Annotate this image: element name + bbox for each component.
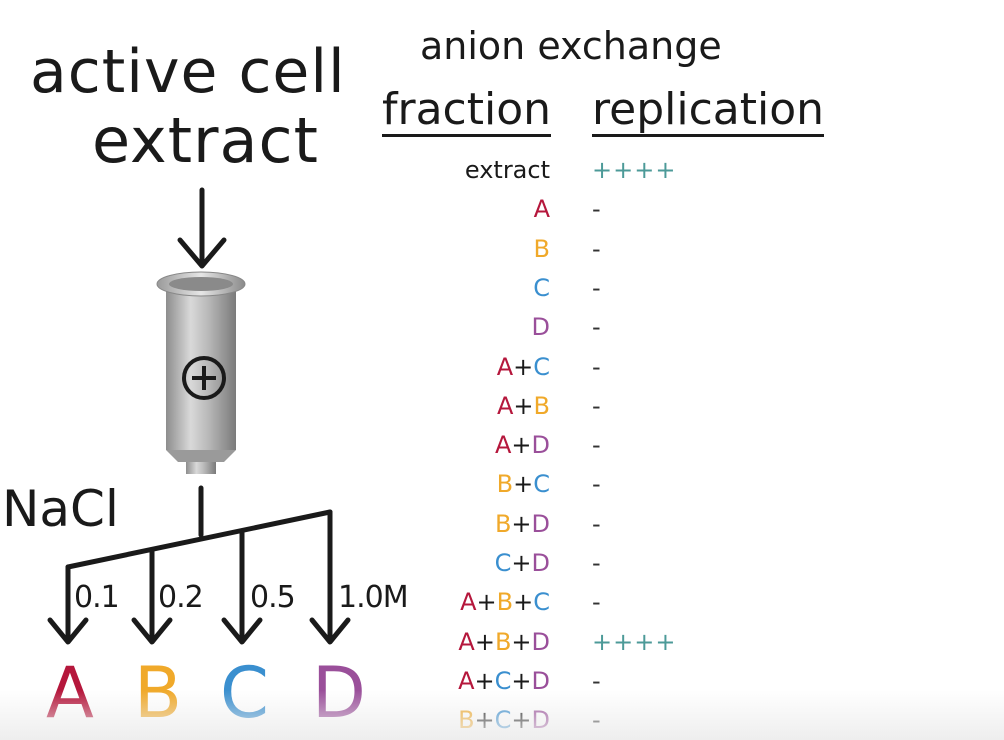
fraction-part: + [511, 510, 532, 538]
table-row-fraction: A+B [497, 391, 550, 421]
table-row-replication: - [592, 313, 601, 341]
table-row-replication: - [592, 274, 601, 302]
table-row-replication: - [592, 353, 601, 381]
fraction-part: + [513, 392, 534, 420]
table-row-fraction: A+B+D [458, 627, 550, 657]
fraction-part: A [496, 353, 514, 381]
table-heading: anion exchange [420, 24, 722, 68]
fraction-part: D [531, 549, 550, 577]
elution-branches [47, 485, 351, 645]
fraction-part: A [533, 195, 550, 223]
fraction-part: B [533, 392, 550, 420]
fraction-part: + [513, 353, 534, 381]
fraction-part: A [458, 667, 475, 695]
column-header-fraction: fraction [382, 85, 552, 138]
fraction-part: B [494, 628, 512, 656]
table-row-replication: ++++ [592, 156, 677, 184]
fraction-part: C [533, 353, 550, 381]
table-row-replication: - [592, 588, 601, 616]
fraction-part: extract [464, 156, 550, 184]
fraction-part: A [460, 588, 477, 616]
fraction-part: + [511, 549, 532, 577]
column-diagram [47, 187, 351, 645]
fraction-part: + [474, 667, 495, 695]
table-row-replication: - [592, 667, 601, 695]
table-row-replication: - [592, 431, 601, 459]
fraction-part: A [458, 628, 475, 656]
table-row-fraction: A+B+C [460, 587, 550, 617]
concentration-label: 0.5 [250, 580, 296, 615]
table-row-replication: - [592, 392, 601, 420]
fraction-part: + [511, 431, 532, 459]
fraction-part: D [531, 313, 550, 341]
table-row-fraction: A+C+D [458, 666, 550, 696]
table-row-replication: - [592, 195, 601, 223]
table-row-fraction: extract [465, 155, 550, 185]
fraction-part: C [533, 470, 550, 498]
table-row-fraction: A [534, 194, 550, 224]
fraction-part: D [531, 510, 550, 538]
concentration-label: 1.0M [338, 580, 409, 615]
table-row-fraction: C+D [495, 548, 550, 578]
fraction-part: + [474, 628, 495, 656]
table-row-replication: - [592, 470, 601, 498]
table-row-fraction: B+D [495, 509, 550, 539]
table-row-fraction: B [534, 234, 550, 264]
fraction-part: B [494, 510, 512, 538]
table-row-replication: ++++ [592, 628, 677, 656]
fraction-part: B [496, 588, 514, 616]
table-row-replication: - [592, 510, 601, 538]
fraction-part: C [533, 588, 550, 616]
table-row-replication: - [592, 235, 601, 263]
concentration-label: 0.1 [74, 580, 120, 615]
fraction-part: D [531, 628, 550, 656]
table-row-fraction: B+C [497, 469, 550, 499]
fraction-part: + [511, 667, 532, 695]
concentration-label: 0.2 [158, 580, 204, 615]
bottom-fade [0, 690, 1004, 740]
fraction-part: + [513, 470, 534, 498]
table-row-fraction: D [532, 312, 550, 342]
fraction-part: D [531, 667, 550, 695]
fraction-part: C [494, 549, 512, 577]
fraction-part: B [533, 235, 550, 263]
fraction-part: + [513, 588, 534, 616]
column-header-replication: replication [592, 85, 825, 138]
fraction-part: D [531, 431, 550, 459]
fraction-part: C [494, 667, 512, 695]
input-arrow [177, 187, 227, 269]
diagram-title-line2: extract [92, 104, 319, 177]
positive-charge-icon [182, 356, 226, 400]
fraction-part: + [511, 628, 532, 656]
table-row-fraction: C [533, 273, 550, 303]
table-row-fraction: A+D [495, 430, 550, 460]
fraction-part: A [494, 431, 512, 459]
table-row-fraction: A+C [497, 352, 550, 382]
salt-label: NaCl [2, 480, 119, 538]
table-row-replication: - [592, 549, 601, 577]
fraction-part: C [533, 274, 550, 302]
fraction-part: + [476, 588, 497, 616]
chromatography-column [156, 271, 246, 474]
fraction-part: B [496, 470, 514, 498]
fraction-part: A [497, 392, 514, 420]
diagram-title-line1: active cell [30, 37, 346, 107]
